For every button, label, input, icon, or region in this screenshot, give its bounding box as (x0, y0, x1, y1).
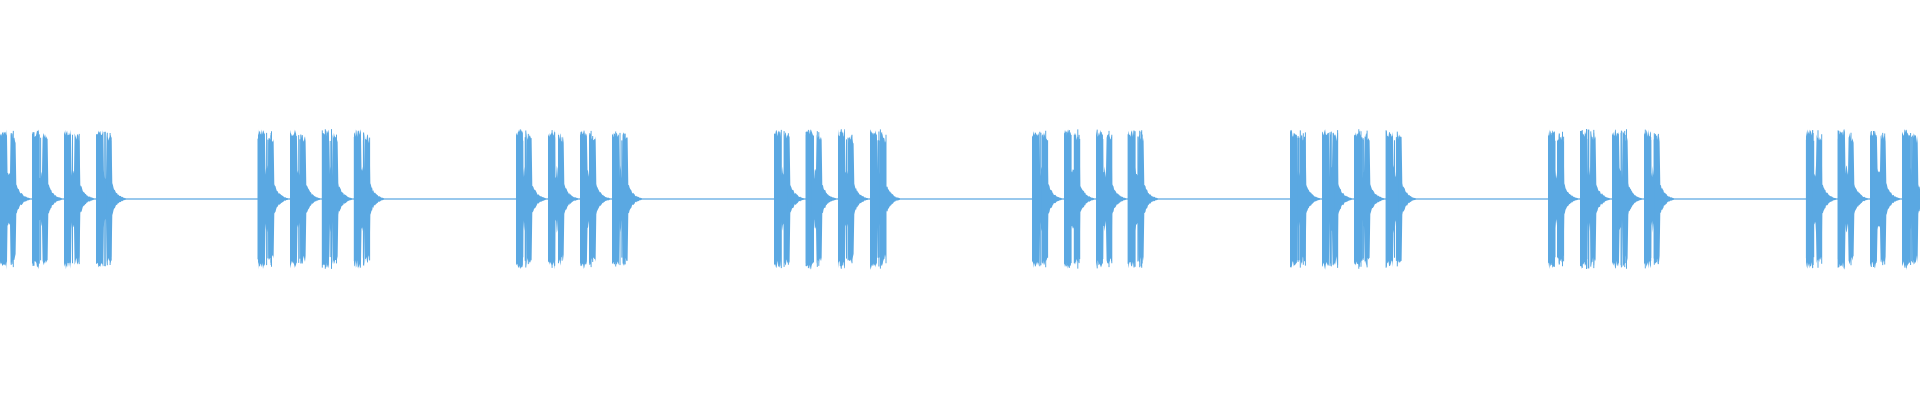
waveform-burst-group (1032, 129, 1158, 269)
waveform-burst (1580, 130, 1610, 269)
waveform-burst-group (257, 129, 384, 270)
waveform-burst (258, 129, 288, 270)
waveform-burst-group (1548, 129, 1674, 269)
waveform-burst-group (774, 129, 900, 270)
waveform-burst (1354, 129, 1384, 268)
waveform-burst (1386, 130, 1416, 267)
waveform-burst (0, 129, 30, 270)
waveform-burst (290, 129, 320, 269)
waveform-burst (1032, 131, 1062, 268)
waveform-burst-group (1805, 129, 1920, 270)
waveform-burst (870, 129, 900, 270)
waveform-burst (806, 129, 836, 270)
waveform-burst (838, 129, 868, 269)
waveform-burst-group (1290, 129, 1416, 270)
waveform-burst (1128, 130, 1158, 269)
waveform-burst (32, 129, 62, 269)
waveform-burst (1838, 129, 1868, 270)
waveform-burst (548, 130, 578, 270)
waveform-burst (774, 130, 804, 268)
waveform-burst (354, 129, 384, 269)
waveform-burst-group (0, 129, 126, 270)
waveform-burst (1322, 129, 1352, 270)
waveform-burst-group (516, 129, 642, 270)
